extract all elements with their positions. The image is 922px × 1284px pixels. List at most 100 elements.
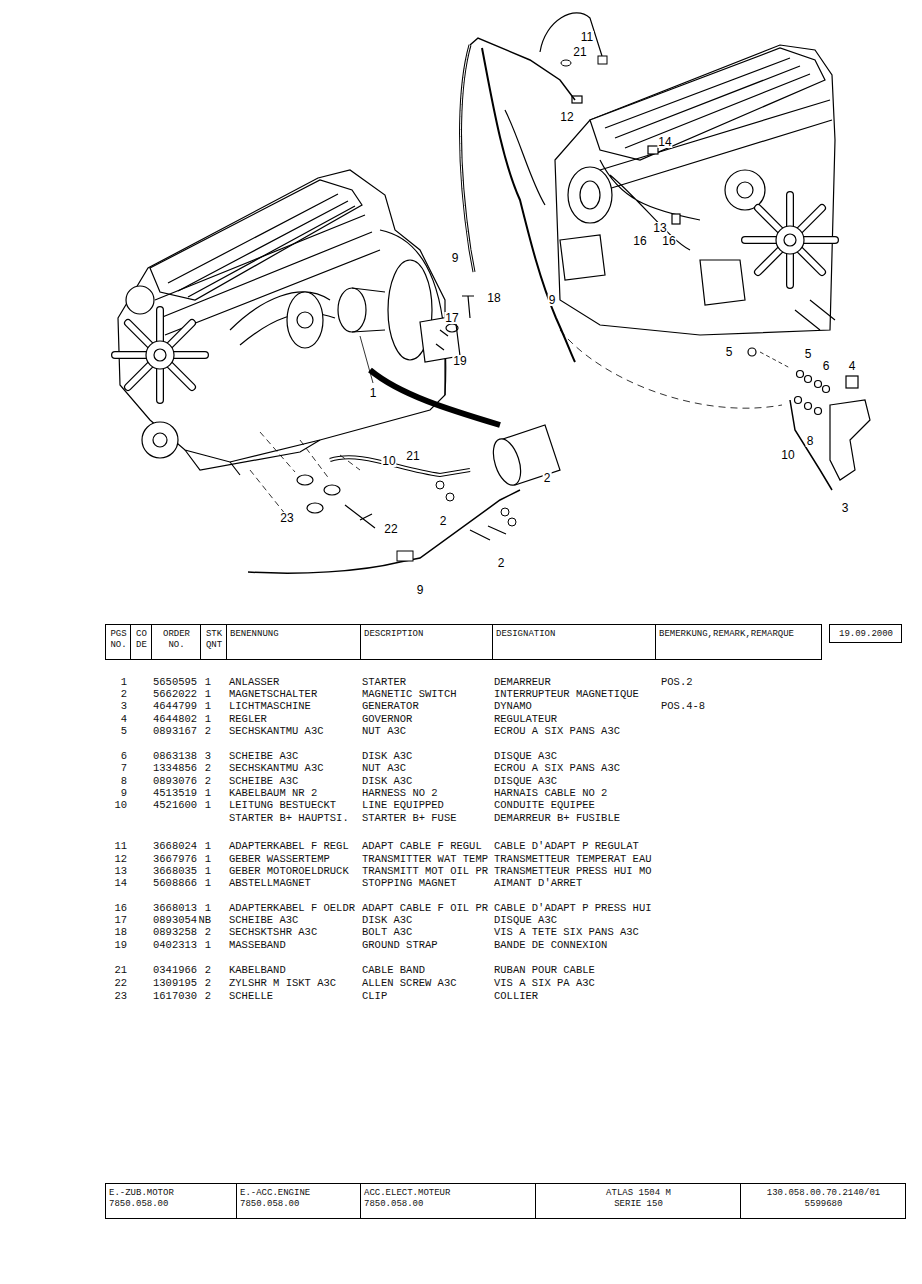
starter-cabling-stroke: [297, 475, 313, 485]
table-header-cell: DESIGNATION: [492, 624, 656, 660]
table-cell: VIS A SIX PA A3C: [494, 976, 595, 990]
table-cell: 2: [205, 925, 211, 939]
table-cell: DEMARREUR: [494, 675, 551, 689]
table-cell: 5: [121, 724, 127, 738]
cell-text: BENENNUNG: [230, 629, 358, 640]
table-cell: 3668035: [153, 864, 197, 878]
table-cell: ADAPT CABLE F REGUL: [362, 839, 482, 853]
title-block-cell: E.-ZUB.MOTOR7850.058.00: [105, 1183, 237, 1219]
starter-cabling-stroke: [324, 485, 340, 495]
callout-number: 5: [804, 348, 813, 360]
table-cell: 2: [205, 989, 211, 1003]
table-header-cell: CO DE: [130, 624, 152, 660]
table-cell: BOLT A3C: [362, 925, 412, 939]
table-cell: TRANSMITT MOT OIL PR: [362, 864, 488, 878]
callout-number: 18: [486, 292, 501, 304]
callout-number: 16: [661, 235, 676, 247]
regulator-parts-stroke: [830, 400, 870, 480]
cell-text: CO DE: [134, 629, 149, 651]
table-cell: POS.2: [661, 675, 693, 689]
left-engine-stroke: [185, 440, 320, 475]
callout-number: 12: [559, 111, 574, 123]
table-cell: 7: [121, 761, 127, 775]
callout-number: 23: [279, 512, 294, 524]
regulator-parts-stroke: [846, 376, 858, 388]
table-cell: TRANSMETTEUR PRESS HUI MO: [494, 864, 652, 878]
table-cell: 14: [114, 876, 127, 890]
regulator-parts-stroke: [805, 376, 812, 383]
table-cell: LEITUNG BESTUECKT: [229, 798, 336, 812]
table-cell: 1: [205, 839, 211, 853]
table-cell: 1: [121, 675, 127, 689]
table-cell: ANLASSER: [229, 675, 279, 689]
regulator-parts-stroke: [790, 400, 832, 490]
wiring-harness-stroke: [470, 38, 575, 100]
left-engine-stroke: [352, 288, 385, 332]
callout-number: 16: [632, 235, 647, 247]
table-cell: 2: [121, 687, 127, 701]
callout-number: 9: [548, 294, 557, 306]
table-cell: CABLE D'ADAPT P REGULAT: [494, 839, 639, 853]
callout-number: 21: [572, 46, 587, 58]
table-cell: SECHSKTSHR A3C: [229, 925, 317, 939]
wiring-harness-stroke: [598, 56, 607, 64]
right-engine-stroke: [605, 58, 810, 148]
table-cell: ADAPT CABLE F OIL PR: [362, 901, 488, 915]
table-cell: 3668024: [153, 839, 197, 853]
regulator-parts-stroke: [815, 408, 822, 415]
wiring-harness-stroke: [461, 45, 474, 272]
cell-text: BEMERKUNG,REMARK,REMARQUE: [659, 629, 819, 640]
starter-cabling-stroke: [360, 336, 373, 383]
cell-text: 130.058.00.70.2140/01: [744, 1188, 903, 1199]
table-cell: NUT A3C: [362, 761, 406, 775]
wiring-harness-stroke: [561, 60, 571, 66]
title-block-cell: ATLAS 1504 MSERIE 150: [535, 1183, 741, 1219]
starter-cabling-stroke: [560, 330, 782, 408]
wiring-harness-stroke: [505, 110, 545, 205]
table-cell: GOVERNOR: [362, 712, 412, 726]
callout-number: 8: [806, 435, 815, 447]
table-cell: 2: [205, 761, 211, 775]
starter-cabling-stroke: [330, 457, 470, 475]
table-cell: 16: [114, 901, 127, 915]
table-cell: POS.4-8: [661, 699, 705, 713]
table-cell: 12: [114, 852, 127, 866]
table-header-cell: ORDER NO.: [151, 624, 201, 660]
table-cell: 4644802: [153, 712, 197, 726]
table-cell: 1: [205, 852, 211, 866]
table-cell: STARTER: [362, 675, 406, 689]
table-cell: 19: [114, 938, 127, 952]
regulator-parts-stroke: [815, 381, 822, 388]
cell-text: SERIE 150: [539, 1199, 738, 1210]
table-cell: DISK A3C: [362, 774, 412, 788]
left-engine-stroke: [126, 286, 154, 314]
table-cell: DISK A3C: [362, 749, 412, 763]
table-cell: 1: [205, 786, 211, 800]
title-block-cell: E.-ACC.ENGINE7850.058.00: [236, 1183, 361, 1219]
table-cell: 0893167: [153, 724, 197, 738]
table-cell: SCHEIBE A3C: [229, 774, 298, 788]
callout-number: 4: [848, 360, 857, 372]
right-engine-stroke: [745, 195, 835, 285]
table-cell: 4644799: [153, 699, 197, 713]
table-cell: ECROU A SIX PANS A3C: [494, 761, 620, 775]
left-engine-stroke: [115, 310, 205, 400]
table-cell: 23: [114, 989, 127, 1003]
right-engine-stroke: [776, 226, 804, 254]
table-cell: 3: [121, 699, 127, 713]
callout-number: 19: [452, 355, 467, 367]
table-cell: 1: [205, 901, 211, 915]
cell-text: E.-ZUB.MOTOR: [109, 1188, 234, 1199]
table-cell: 2: [205, 774, 211, 788]
right-engine-stroke: [600, 160, 700, 250]
title-block-cell: 130.058.00.70.2140/015599680: [740, 1183, 906, 1219]
table-cell: 10: [114, 798, 127, 812]
table-cell: CLIP: [362, 989, 387, 1003]
right-engine: [555, 45, 835, 335]
right-engine-stroke: [700, 260, 745, 305]
table-cell: VIS A TETE SIX PANS A3C: [494, 925, 639, 939]
table-cell: 1: [205, 675, 211, 689]
regulator-parts-stroke: [760, 352, 790, 368]
table-cell: RUBAN POUR CABLE: [494, 963, 595, 977]
callout-number: 1: [369, 387, 378, 399]
